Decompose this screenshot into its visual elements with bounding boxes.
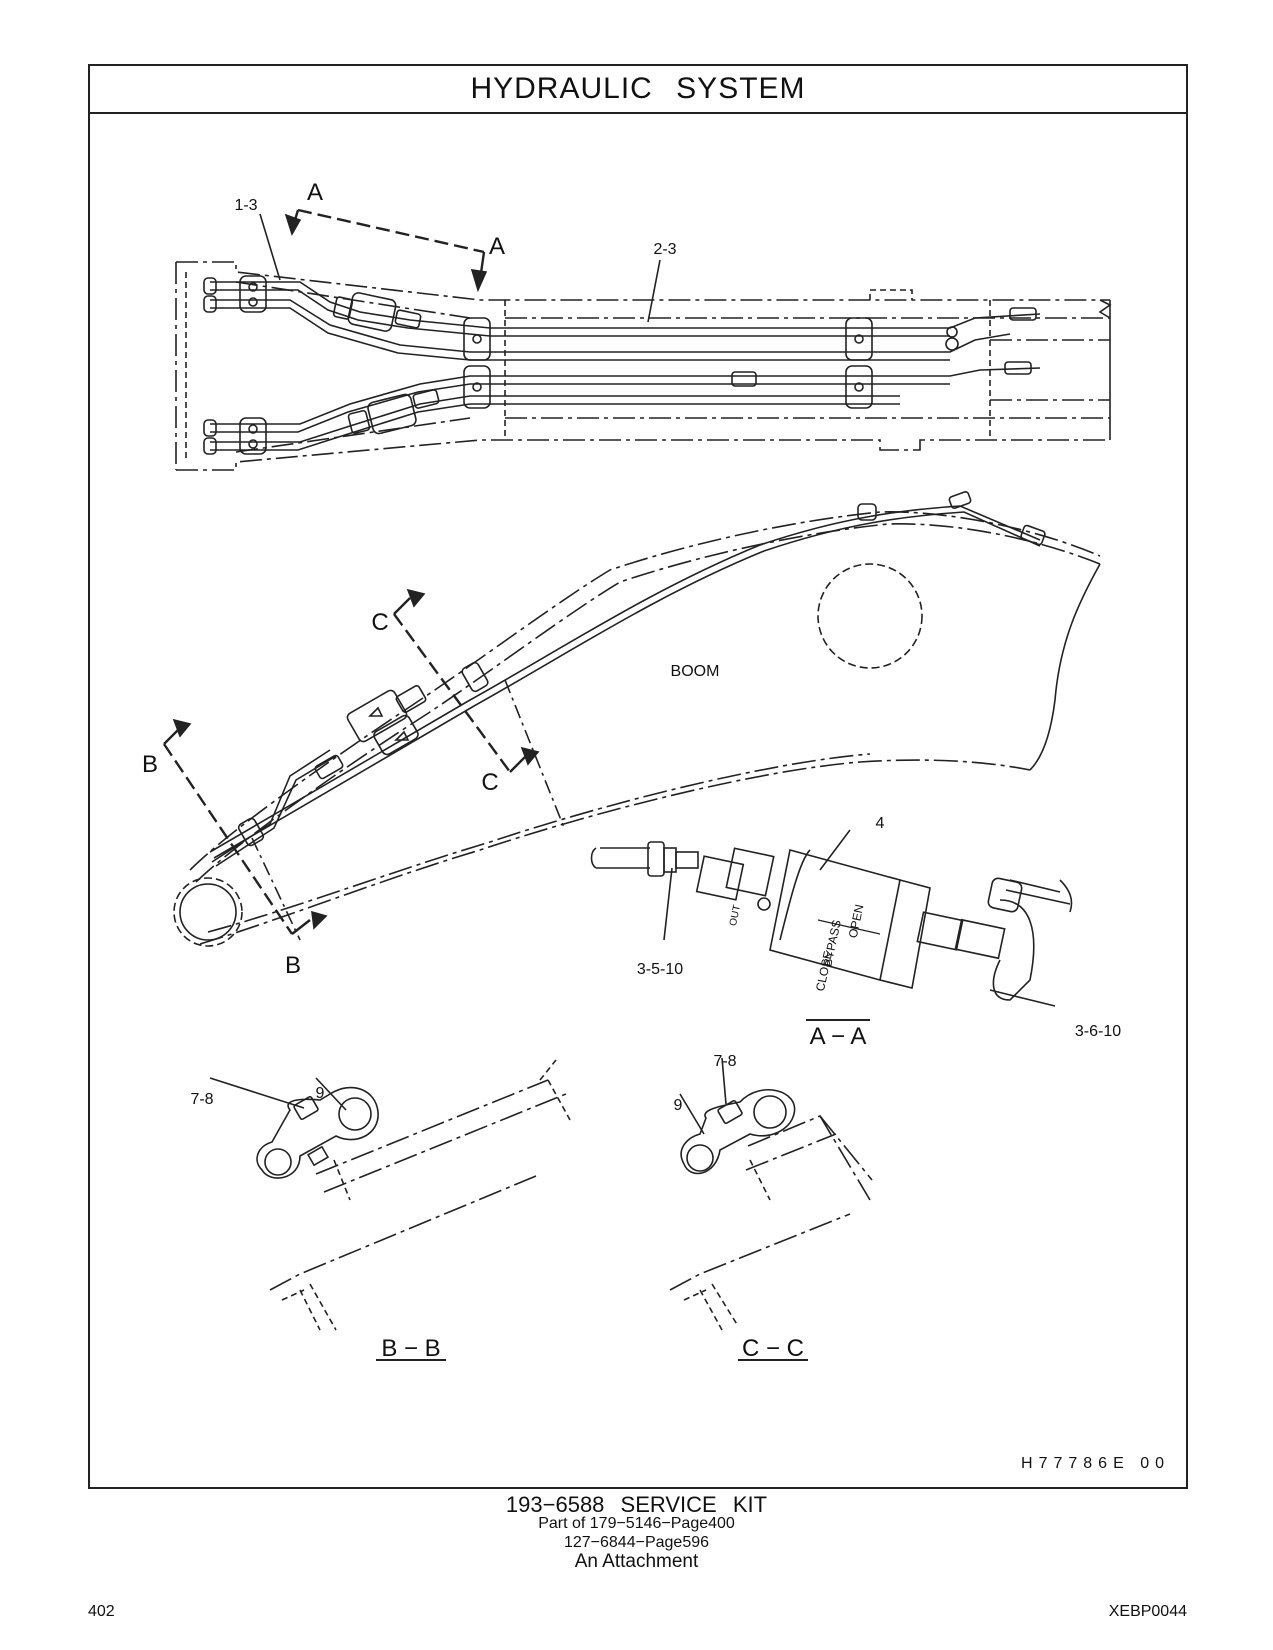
document-code: XEBP0044: [1108, 1603, 1187, 1620]
bypass-valve-lower: [347, 389, 440, 435]
bypass-valve-boom: [314, 685, 427, 780]
section-bb-detail: [209, 1059, 571, 1361]
section-aa-detail: [590, 829, 1073, 1021]
boom-side-view: [163, 490, 1101, 947]
section-letter-c-bottom: C: [481, 769, 498, 796]
part-of-line-1: Part of 179−5146−Page400: [538, 1515, 735, 1532]
section-letter-b-top: B: [142, 751, 158, 778]
top-plan-view: [175, 208, 1112, 471]
boom-label: BOOM: [671, 663, 720, 680]
callout-4: 4: [876, 815, 885, 832]
section-letter-a-bottom: A: [489, 233, 505, 260]
page-number: 402: [88, 1603, 115, 1620]
drawing-frame: HYDRAULIC SYSTEM H77786E 00: [88, 64, 1188, 1489]
drawing-id: H77786E 00: [1021, 1455, 1170, 1472]
callout-9-cc: 9: [674, 1097, 683, 1114]
callout-3-6-10: 3-6-10: [1075, 1023, 1121, 1040]
section-letter-b-bottom: B: [285, 952, 301, 979]
attachment-line: An Attachment: [574, 1551, 699, 1572]
kit-title: 193−6588 SERVICE KIT: [505, 1492, 768, 1517]
section-view-cc: C − C: [742, 1335, 804, 1362]
callout-7-8-bb: 7-8: [190, 1091, 213, 1108]
callout-3-5-10: 3-5-10: [637, 961, 683, 978]
part-of-line-2: 127−6844−Page596: [563, 1534, 710, 1551]
section-cc-detail: [669, 1057, 873, 1361]
callout-7-8-cc: 7-8: [713, 1053, 736, 1070]
valve-out-label: OUT: [728, 904, 743, 927]
callout-9-bb: 9: [316, 1085, 325, 1102]
section-letter-c-top: C: [371, 609, 388, 636]
valve-open-label: OPEN: [846, 903, 867, 939]
callout-1-3: 1-3: [234, 197, 257, 214]
valve-close-label: CLOSE: [813, 950, 835, 993]
section-view-bb: B − B: [381, 1335, 440, 1362]
callout-2-3: 2-3: [653, 241, 676, 258]
page-title: HYDRAULIC SYSTEM: [90, 66, 1186, 114]
section-letter-a-top: A: [307, 179, 323, 206]
section-view-aa: A − A: [810, 1023, 867, 1050]
bypass-valve-upper: [332, 292, 422, 332]
